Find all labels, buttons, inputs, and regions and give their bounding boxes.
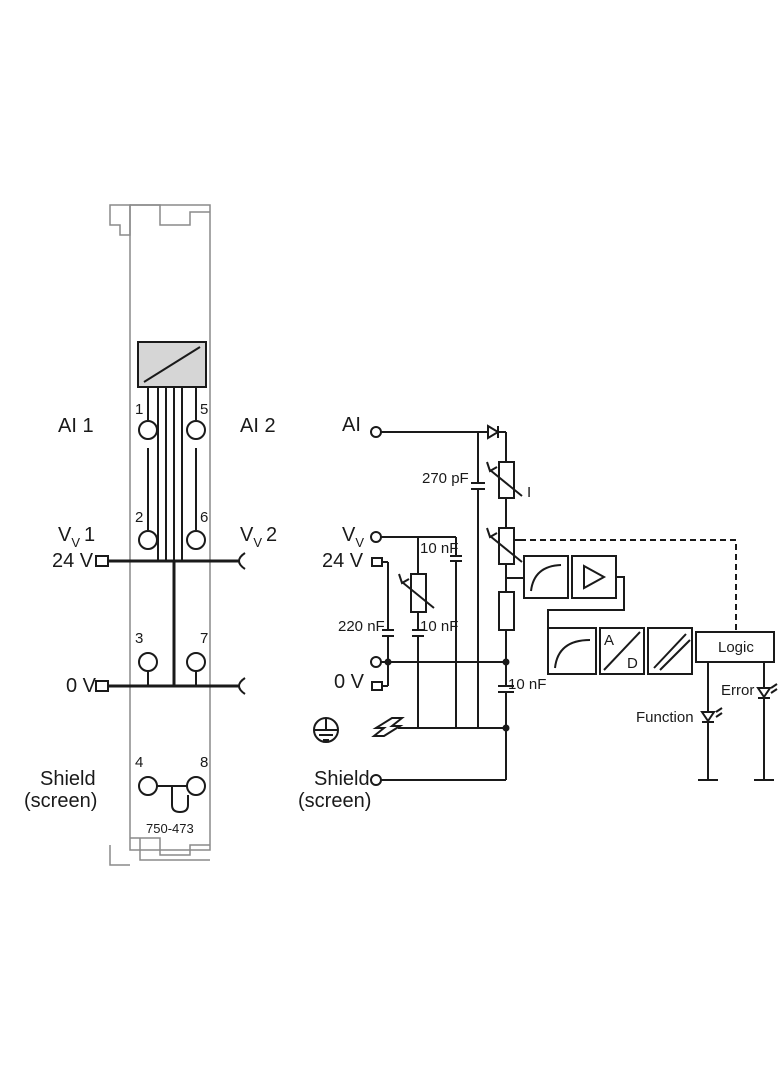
variable-resistor-vv [410, 573, 427, 613]
terminal-2-label: 2 [135, 509, 143, 526]
part-number: 750-473 [146, 821, 194, 836]
terminal-5-label: 5 [200, 401, 208, 418]
schematic-24v-terminal[interactable] [371, 557, 383, 567]
terminal-4[interactable] [138, 776, 158, 796]
amplifier-block [571, 555, 617, 599]
error-led-icon [756, 687, 772, 699]
ai-label: AI [342, 414, 361, 436]
cap-270pf: 270 pF [422, 432, 485, 728]
adc-a-label: A [604, 632, 614, 649]
current-label: I [527, 484, 531, 501]
logic-label: Logic [718, 639, 754, 656]
diode-icon [487, 424, 500, 440]
zero-volt-rail [370, 656, 506, 691]
schematic-0v-terminal[interactable] [371, 681, 383, 691]
ground-rail [313, 717, 506, 743]
function-led-icon [700, 711, 716, 723]
terminal-3[interactable] [138, 652, 158, 672]
ai-terminal[interactable] [370, 426, 382, 438]
terminal-7-label: 7 [200, 630, 208, 647]
fixed-resistor [498, 591, 515, 631]
terminal-2[interactable] [138, 530, 158, 550]
ai-input-path: I 10 nF [370, 424, 546, 786]
status-leds: Function Error [636, 662, 778, 781]
terminal-7[interactable] [186, 652, 206, 672]
amplifier-icon [583, 564, 607, 590]
module-shield-label: Shield [40, 768, 96, 790]
ai1-label: AI 1 [58, 415, 94, 437]
schematic-0v-label: 0 V [334, 671, 365, 693]
schematic-shield-label: Shield [314, 768, 370, 790]
cap-10nf-bottom-label: 10 nF [508, 676, 546, 693]
isolation-block [137, 341, 207, 560]
cap-10nf-top-label: 10 nF [420, 540, 458, 557]
terminal-6-label: 6 [200, 509, 208, 526]
din-rail-icon [371, 717, 405, 737]
schematic-screen-label: (screen) [298, 790, 371, 812]
vv-terminal[interactable] [370, 531, 382, 543]
module-terminals: 1 5 2 6 3 7 4 8 [135, 387, 208, 814]
logic-block [695, 631, 775, 663]
error-label: Error [721, 682, 754, 699]
terminal-6[interactable] [186, 530, 206, 550]
cap-270pf-label: 270 pF [422, 470, 469, 487]
earth-ground-icon [313, 717, 339, 743]
terminal-8[interactable] [186, 776, 206, 796]
vv-path: 10 nF 10 nF 220 nF [338, 531, 462, 728]
cap-10nf-mid-label: 10 nF [420, 618, 458, 635]
shield-terminal[interactable] [370, 774, 382, 786]
schematic-24v-label: 24 V [322, 550, 364, 572]
signal-chain: A D Logic [506, 539, 775, 675]
module-power-rails [95, 552, 246, 695]
zero-volt-terminal[interactable] [370, 656, 382, 668]
function-label: Function [636, 709, 694, 726]
cap-220nf-label: 220 nF [338, 618, 385, 635]
ai2-label: AI 2 [240, 415, 276, 437]
terminal-8-label: 8 [200, 754, 208, 771]
adc-d-label: D [627, 655, 638, 672]
terminal-3-label: 3 [135, 630, 143, 647]
terminal-1[interactable] [138, 420, 158, 440]
vv-label: VV [342, 524, 364, 550]
module-screen-label: (screen) [24, 790, 97, 812]
terminal-4-label: 4 [135, 754, 143, 771]
module-housing [109, 204, 211, 866]
filter-block [523, 555, 569, 599]
module-24v-label: 24 V [52, 550, 94, 572]
schematic-labels: AI VV 24 V 0 V Shield (screen) [298, 414, 371, 812]
terminal-1-label: 1 [135, 401, 143, 418]
terminal-5[interactable] [186, 420, 206, 440]
module-0v-label: 0 V [66, 675, 97, 697]
